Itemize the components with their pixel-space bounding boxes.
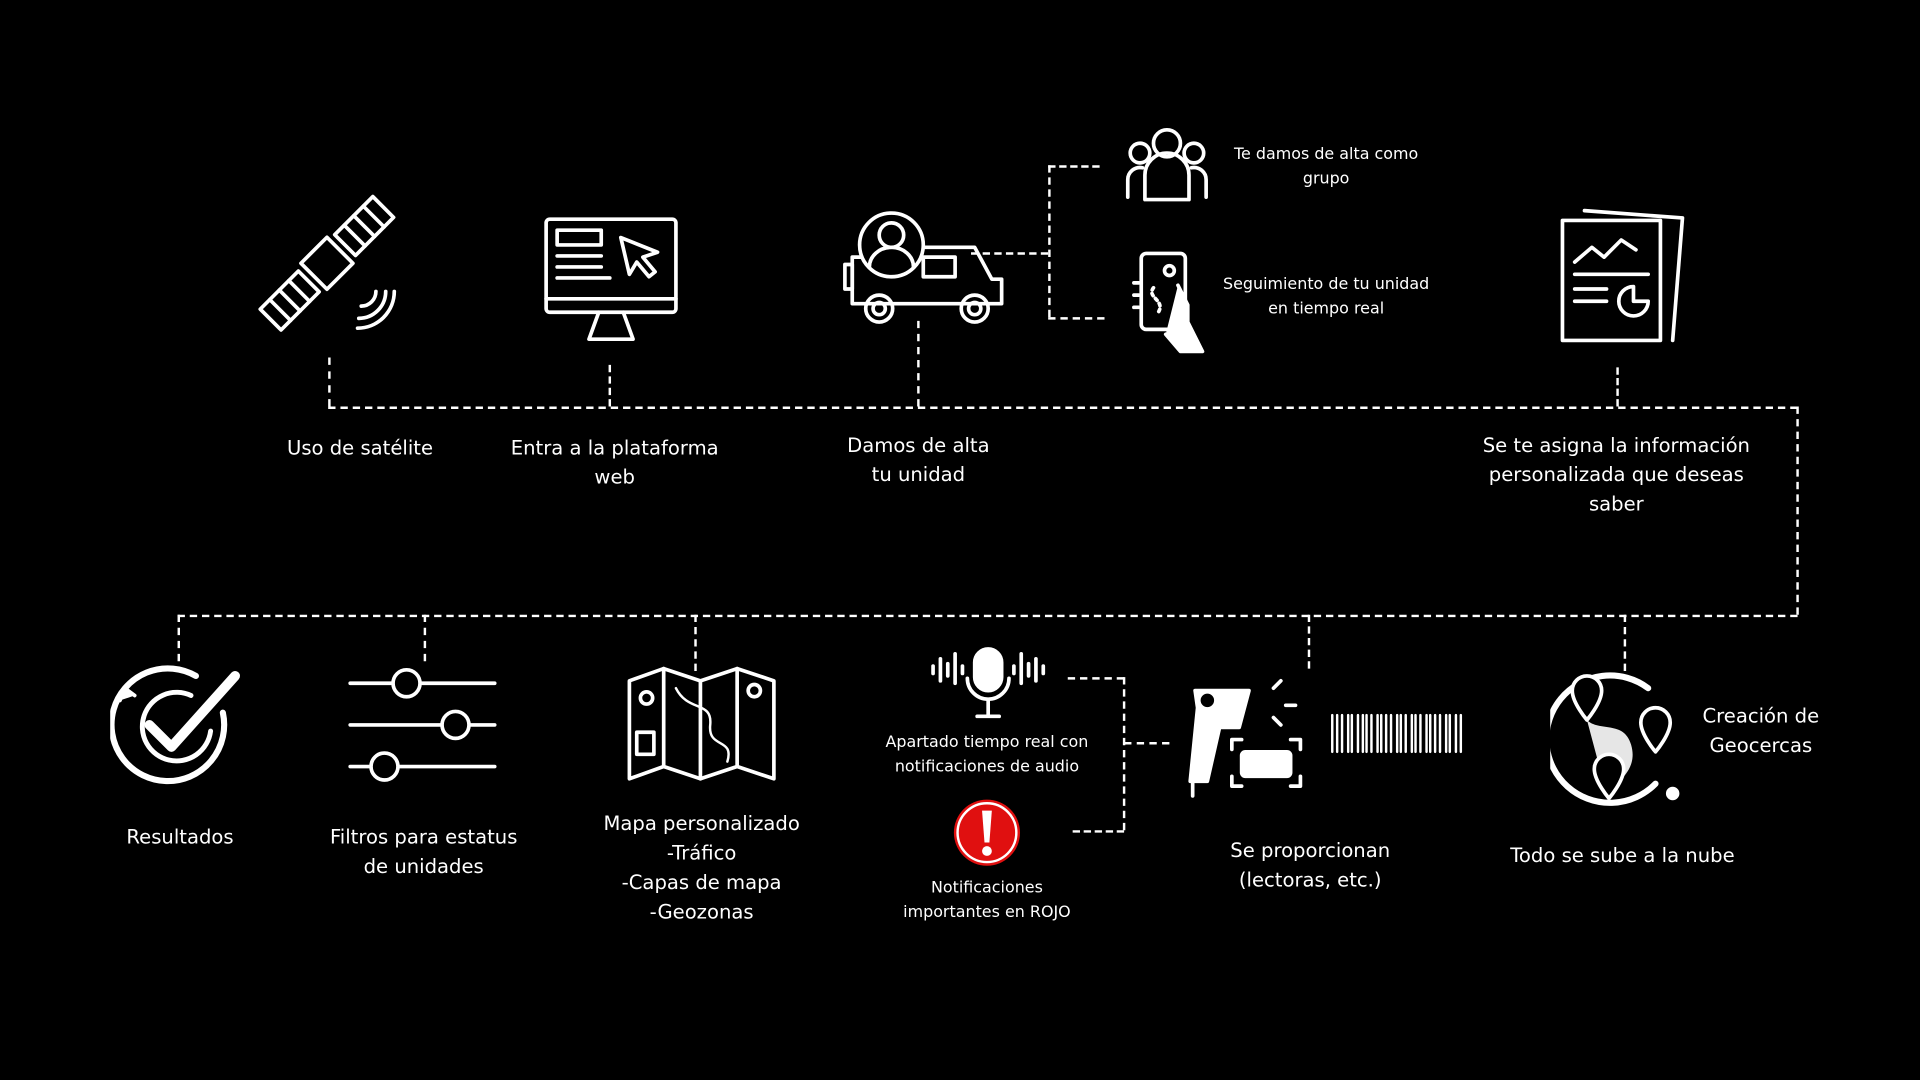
branch-label-red-alerts: Notificaciones importantes en ROJO [903, 879, 1071, 923]
microphone-icon [931, 647, 1046, 719]
step-label-results: Resultados [126, 825, 234, 849]
monitor-cursor-icon [544, 217, 678, 342]
phone-tracking-icon [1132, 251, 1205, 354]
step-label-map: Mapa personalizado -Tráfico -Capas de ma… [603, 811, 800, 924]
check-circle-icon [110, 665, 241, 785]
connector [1623, 614, 1627, 672]
branch-label-audio: Apartado tiempo real con notificaciones … [885, 733, 1089, 777]
barcode-icon [1331, 713, 1463, 754]
step-label-custom-info: Se te asigna la información personalizad… [1482, 433, 1750, 516]
step-label-readers: Se proporcionan (lectoras, etc.) [1230, 838, 1391, 892]
step-label-satellite: Uso de satélite [286, 435, 434, 460]
map-icon [627, 666, 776, 781]
connector [917, 320, 920, 407]
branch-label-tracking: Seguimiento de tu unidad en tiempo real [1222, 275, 1430, 319]
connector [1307, 614, 1311, 669]
step-label-filters: Filtros para estatus de unidades [329, 825, 518, 878]
alert-icon [953, 799, 1021, 866]
satellite-icon [258, 194, 397, 332]
globe-pins-icon [1550, 672, 1680, 806]
truck-user-icon [843, 211, 1004, 324]
connector [1122, 677, 1126, 831]
step-label-register-unit: Damos de alta tu unidad [847, 433, 990, 487]
connector-bottom [177, 614, 1798, 618]
sliders-icon [348, 667, 497, 782]
connector [1048, 165, 1100, 168]
connector [1048, 165, 1051, 318]
connector [971, 252, 1049, 255]
connector [1072, 830, 1125, 833]
branch-label-group: Te damos de alta como grupo [1233, 145, 1419, 189]
geofence-label: Creación de Geocercas [1702, 704, 1820, 757]
connector [694, 614, 697, 672]
connector-top [328, 406, 1798, 409]
report-icon [1560, 208, 1685, 343]
step-label-web-platform: Entra a la plataforma web [510, 435, 719, 489]
connector [1616, 367, 1619, 407]
step-label-cloud: Todo se sube a la nube [1510, 843, 1735, 867]
connector [177, 614, 181, 662]
connector [1048, 317, 1105, 320]
barcode-scanner-icon [1188, 678, 1303, 798]
connector [328, 357, 331, 407]
connector-right [1796, 406, 1799, 615]
connector [1124, 742, 1170, 745]
group-icon [1125, 127, 1208, 202]
connector [1067, 677, 1125, 680]
connector [423, 614, 427, 662]
connector [608, 364, 612, 407]
